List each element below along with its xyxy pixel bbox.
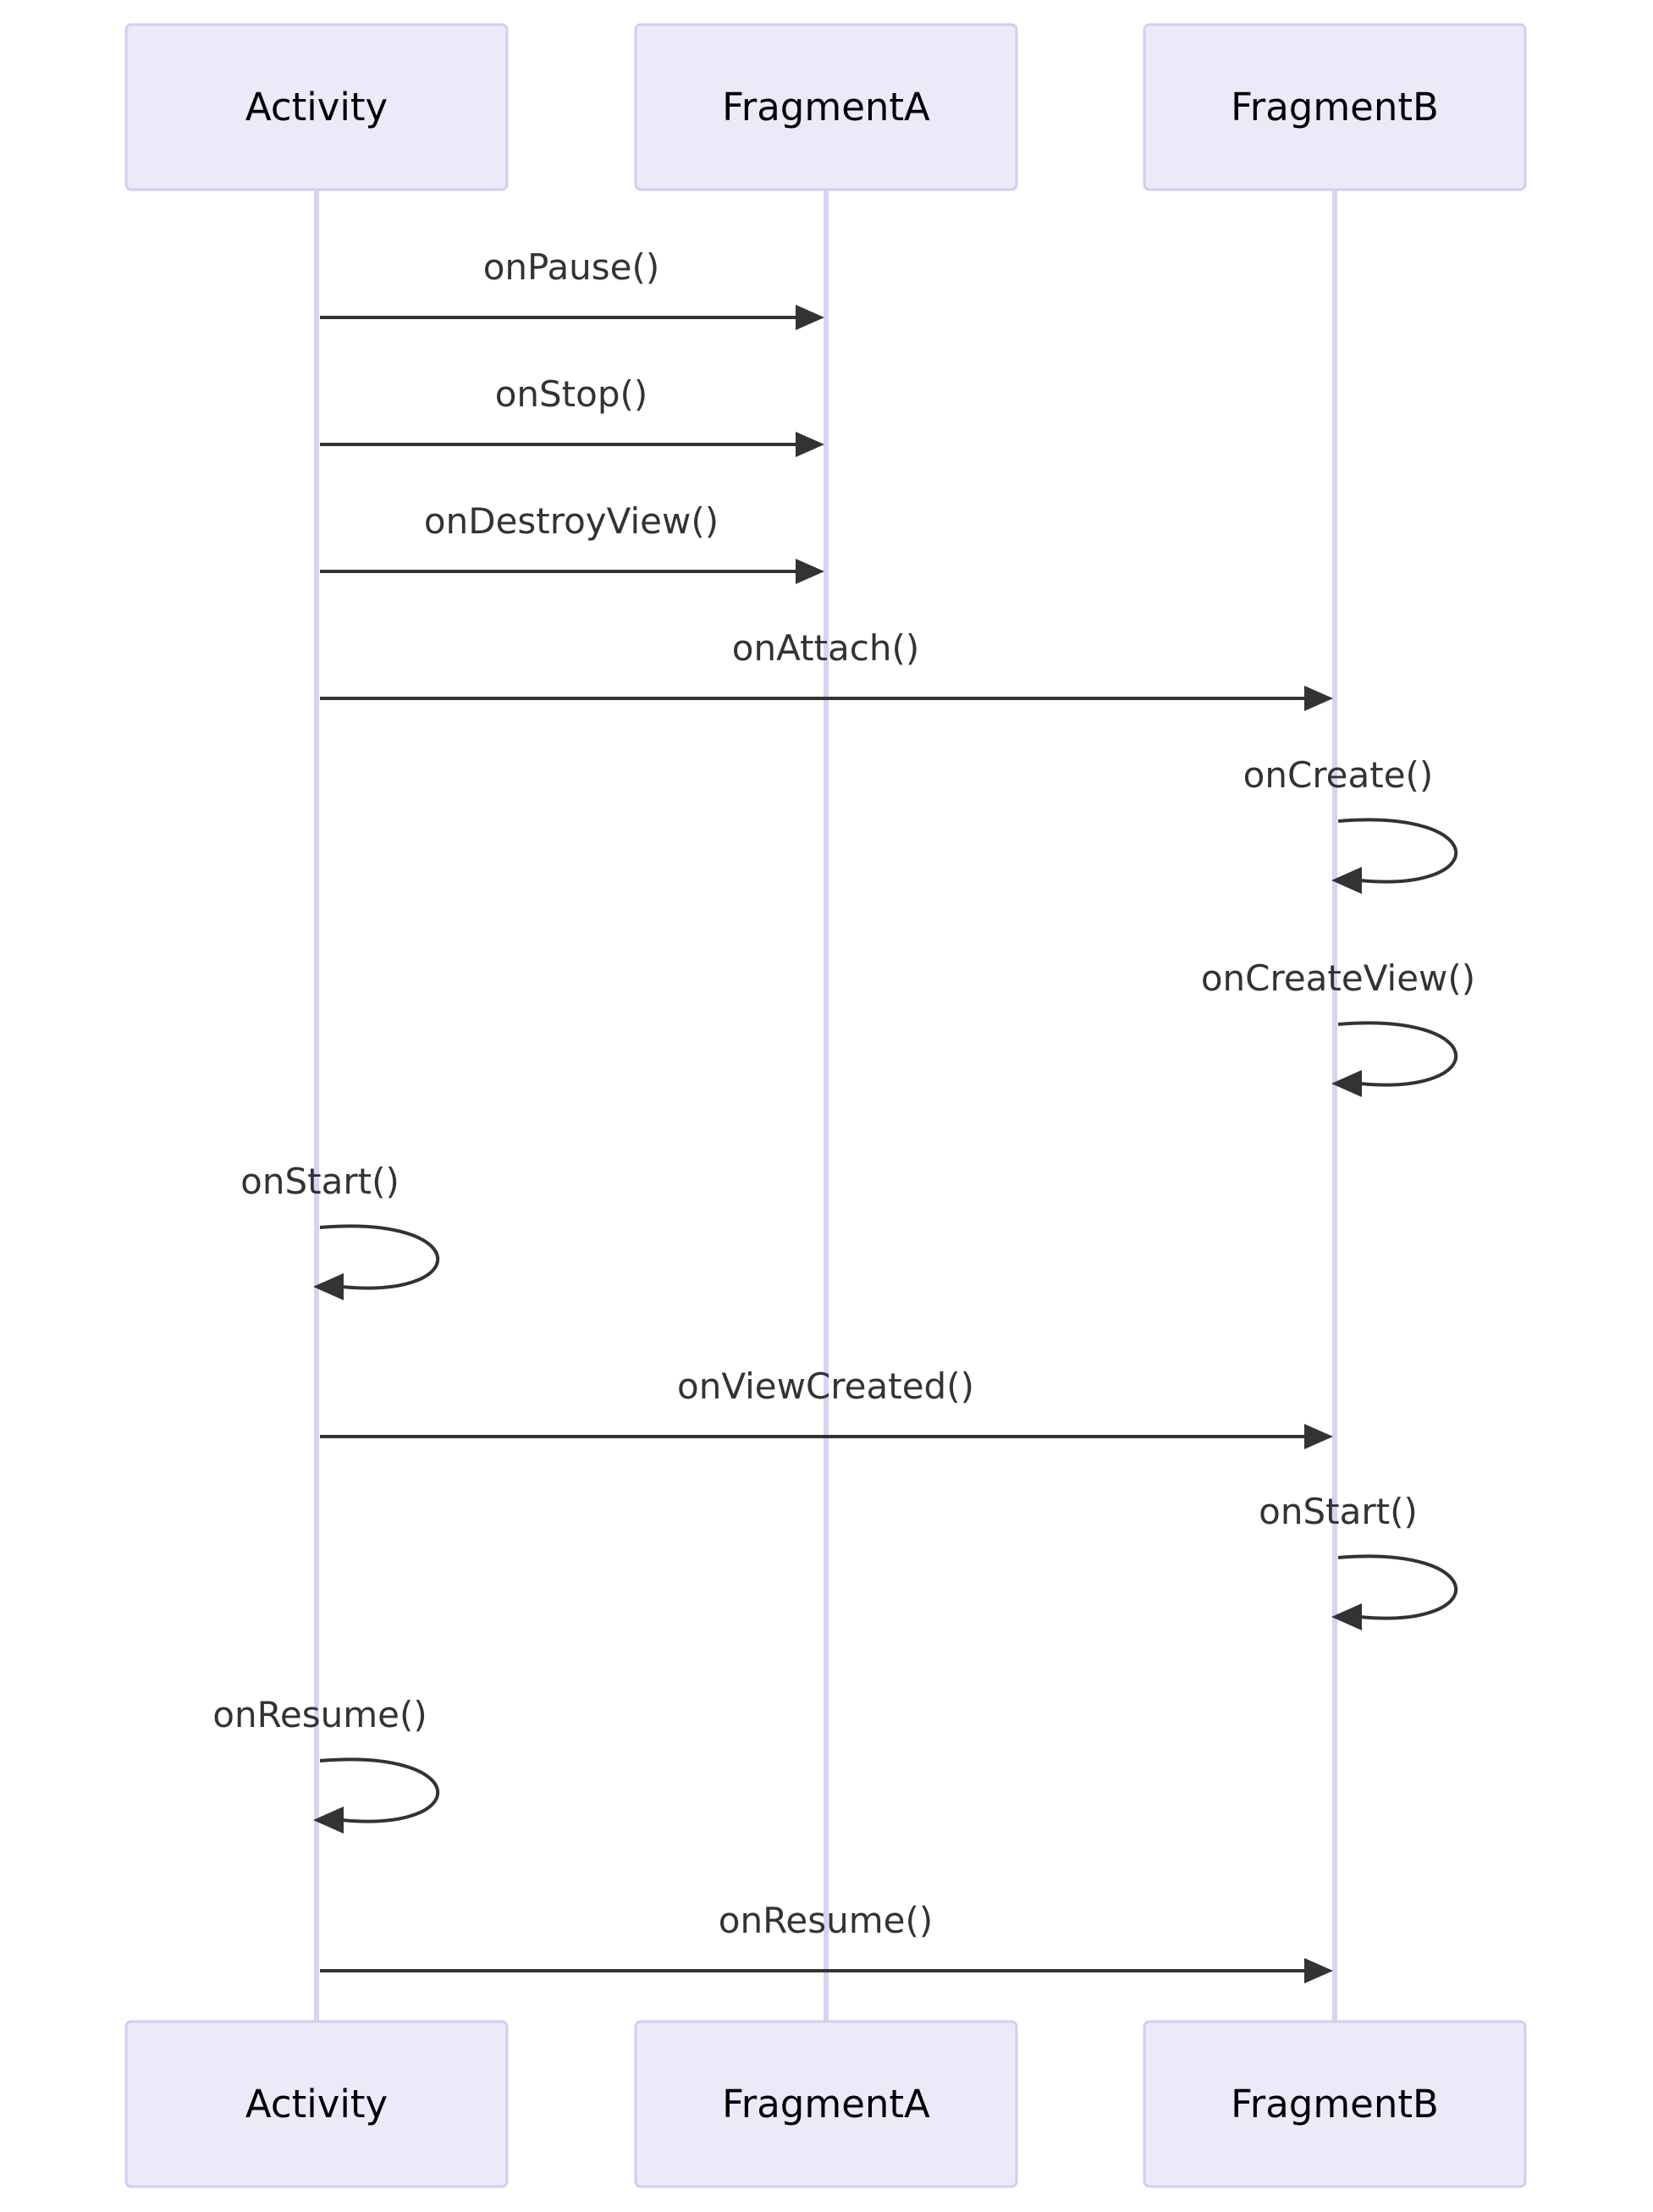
message-arrow-line <box>1337 818 1458 884</box>
message-arrow-line <box>319 1224 440 1290</box>
message-arrowhead <box>796 559 824 584</box>
message-5: onCreate() <box>1243 754 1458 894</box>
message-label: onResume() <box>719 1900 933 1941</box>
actor-activity-bottom: Activity <box>124 2020 509 2188</box>
message-6: onCreateView() <box>1201 957 1475 1097</box>
message-arrow-line <box>319 1757 440 1823</box>
message-4: onAttach() <box>320 627 1333 711</box>
actor-box <box>1143 23 1527 191</box>
message-arrowhead <box>796 305 824 330</box>
message-arrowhead <box>313 1273 344 1300</box>
actor-label: FragmentA <box>722 2082 930 2126</box>
actor-label: FragmentB <box>1231 85 1439 130</box>
actor-label: Activity <box>245 2082 388 2126</box>
message-2: onStop() <box>320 373 824 457</box>
message-9: onStart() <box>1259 1491 1458 1630</box>
message-arrow-line <box>1337 1554 1458 1620</box>
message-label: onViewCreated() <box>677 1365 974 1407</box>
message-label: onAttach() <box>732 627 919 669</box>
actor-label: FragmentB <box>1231 2082 1439 2126</box>
message-3: onDestroyView() <box>320 500 824 584</box>
message-arrowhead <box>796 432 824 457</box>
message-7: onStart() <box>240 1161 440 1300</box>
message-label: onCreate() <box>1243 754 1434 796</box>
message-arrow-line <box>1337 1021 1458 1087</box>
message-11: onResume() <box>320 1900 1333 1983</box>
message-arrowhead <box>1304 1424 1333 1449</box>
actor-box <box>124 2020 509 2188</box>
actor-box <box>634 23 1018 191</box>
message-arrowhead <box>1331 1603 1362 1630</box>
actor-label: Activity <box>245 85 388 130</box>
message-arrowhead <box>1304 1958 1333 1983</box>
message-label: onStart() <box>240 1161 399 1202</box>
message-label: onResume() <box>212 1694 427 1735</box>
message-arrowhead <box>1304 686 1333 711</box>
message-label: onCreateView() <box>1201 957 1475 999</box>
actor-fragmentA-bottom: FragmentA <box>634 2020 1018 2188</box>
message-arrowhead <box>313 1807 344 1834</box>
message-arrowhead <box>1331 867 1362 894</box>
actor-box <box>124 23 509 191</box>
actor-fragmentA-top: FragmentA <box>634 23 1018 191</box>
actor-box <box>1143 2020 1527 2188</box>
message-label: onPause() <box>483 246 660 288</box>
message-8: onViewCreated() <box>320 1365 1333 1449</box>
message-10: onResume() <box>212 1694 440 1834</box>
actor-fragmentB-top: FragmentB <box>1143 23 1527 191</box>
message-label: onStart() <box>1259 1491 1418 1532</box>
message-label: onDestroyView() <box>424 500 719 542</box>
actor-activity-top: Activity <box>124 23 509 191</box>
message-1: onPause() <box>320 246 824 330</box>
actor-box <box>634 2020 1018 2188</box>
actor-label: FragmentA <box>722 85 930 130</box>
message-label: onStop() <box>495 373 648 415</box>
message-arrowhead <box>1331 1070 1362 1097</box>
actor-fragmentB-bottom: FragmentB <box>1143 2020 1527 2188</box>
